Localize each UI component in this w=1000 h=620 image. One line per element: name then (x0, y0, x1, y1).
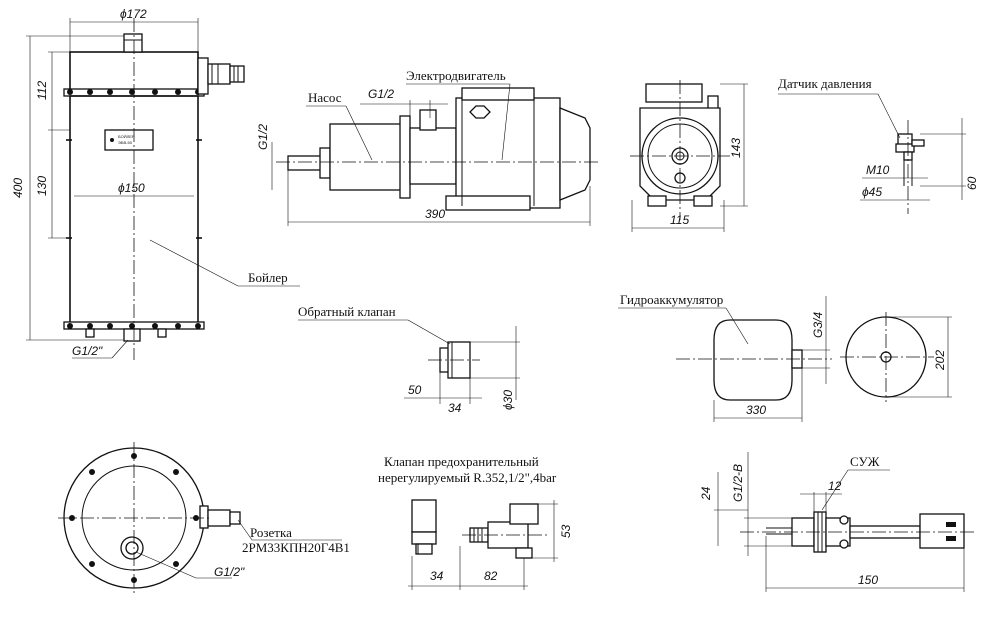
dim-motor-115: 115 (670, 213, 689, 227)
dim-accum-330: 330 (746, 403, 766, 417)
dim-valve-34: 34 (430, 569, 444, 583)
label-safety-valve: Клапан предохранительный (384, 454, 539, 469)
safety-valve-view: Клапан предохранительный нерегулируемый … (378, 454, 573, 590)
label-pressure-sensor: Датчик давления (778, 76, 872, 91)
dim-check-50: 50 (408, 383, 422, 397)
dim-flange-g12: G1/2" (214, 565, 245, 579)
dim-pump-390: 390 (425, 207, 445, 221)
dim-boiler-150: ϕ150 (118, 181, 145, 195)
dim-motor-143: 143 (729, 138, 743, 158)
dim-check-30: ϕ30 (501, 390, 515, 410)
dim-pump-g12-left: G1/2 (256, 124, 270, 150)
dim-suzh-12: 12 (828, 479, 842, 493)
label-motor: Электродвигатель (406, 68, 506, 83)
boiler-plate-text: БОЙЛЕР (118, 134, 135, 139)
dim-boiler-112: 112 (35, 81, 49, 100)
boiler-front-view: БОЙЛЕР ЭБВ-50 ϕ172 ϕ150 400 112 130 G1/2… (11, 7, 300, 360)
dim-boiler-172: ϕ172 (120, 7, 147, 21)
dim-boiler-port: G1/2" (72, 344, 103, 358)
check-valve-view: ϕ30 50 34 Обратный клапан (298, 304, 520, 415)
dim-suzh-g12b: G1/2-B (731, 464, 745, 502)
label-pump: Насос (308, 90, 342, 105)
label-safety-valve-2: нерегулируемый R.352,1/2",4bar (378, 470, 557, 485)
pressure-sensor-view: Датчик давления 60 M10 ϕ45 (778, 76, 979, 214)
dim-suzh-24: 24 (699, 486, 713, 501)
dim-pump-g12-top: G1/2 (368, 87, 394, 101)
label-check-valve: Обратный клапан (298, 304, 396, 319)
dim-boiler-400: 400 (11, 178, 25, 198)
pump-motor-side-view: 390 G1/2 G1/2 Насос Электродвигатель (256, 68, 600, 226)
accumulator-view: 330 G3/4 202 Гидроаккумулятор (618, 292, 952, 422)
label-socket-model: 2РМ33КПН20Г4В1 (242, 540, 350, 555)
boiler-flange-top-view: Розетка 2РМ33КПН20Г4В1 G1/2" (58, 442, 350, 594)
motor-end-view: 115 143 (630, 80, 748, 232)
boiler-plate-text-2: ЭБВ-50 (118, 140, 133, 145)
dim-valve-82: 82 (484, 569, 498, 583)
label-accumulator: Гидроаккумулятор (620, 292, 723, 307)
dim-valve-53: 53 (559, 524, 573, 538)
dim-sensor-m10: M10 (866, 163, 890, 177)
dim-accum-g34: G3/4 (811, 312, 825, 338)
dim-accum-202: 202 (933, 350, 947, 371)
label-suzh: СУЖ (850, 454, 880, 469)
label-boiler: Бойлер (248, 270, 288, 285)
dim-sensor-60: 60 (965, 176, 979, 190)
dim-boiler-130: 130 (35, 176, 49, 196)
label-socket: Розетка (250, 525, 292, 540)
dim-sensor-45: ϕ45 (862, 185, 882, 199)
dim-check-34: 34 (448, 401, 462, 415)
dim-suzh-150: 150 (858, 573, 878, 587)
suzh-sensor-view: G1/2-B 24 12 150 СУЖ (699, 452, 976, 592)
